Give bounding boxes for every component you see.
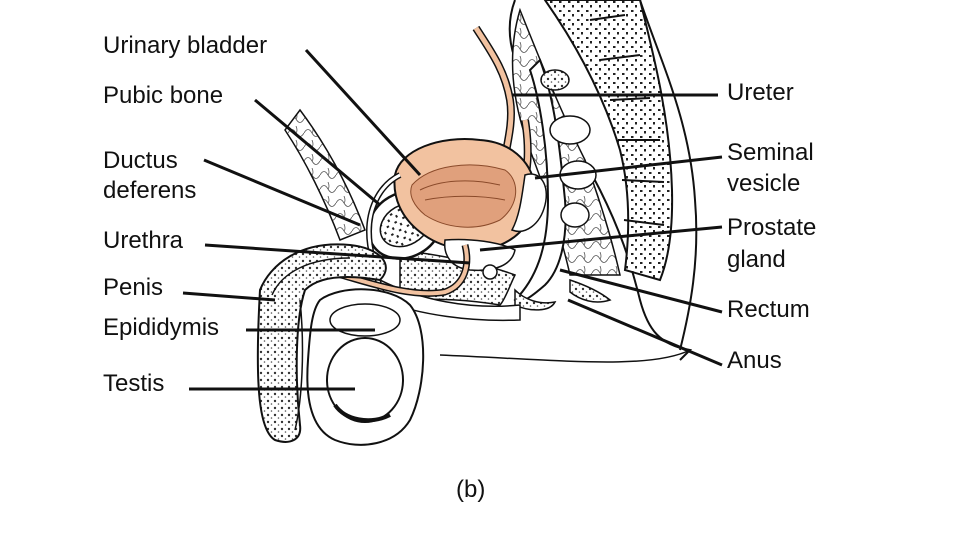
label-testis: Testis xyxy=(103,368,164,399)
leader-anus xyxy=(568,300,722,365)
label-rectum: Rectum xyxy=(727,294,810,325)
label-pubic-bone: Pubic bone xyxy=(103,80,223,111)
label-ureter: Ureter xyxy=(727,77,794,108)
label-urinary-bladder: Urinary bladder xyxy=(103,30,267,61)
figure-caption: (b) xyxy=(456,476,485,504)
label-prostate-gland-line1: Prostate xyxy=(727,212,816,243)
scrotum-shape xyxy=(307,289,423,445)
label-penis: Penis xyxy=(103,272,163,303)
label-prostate-gland-line2: gland xyxy=(727,244,786,275)
label-epididymis: Epididymis xyxy=(103,312,219,343)
label-anus: Anus xyxy=(727,345,782,376)
label-ductus-deferens-line1: Ductus xyxy=(103,145,178,176)
label-urethra: Urethra xyxy=(103,225,183,256)
label-seminal-vesicle-line2: vesicle xyxy=(727,168,800,199)
label-seminal-vesicle-line1: Seminal xyxy=(727,137,814,168)
label-ductus-deferens-line2: deferens xyxy=(103,175,196,206)
